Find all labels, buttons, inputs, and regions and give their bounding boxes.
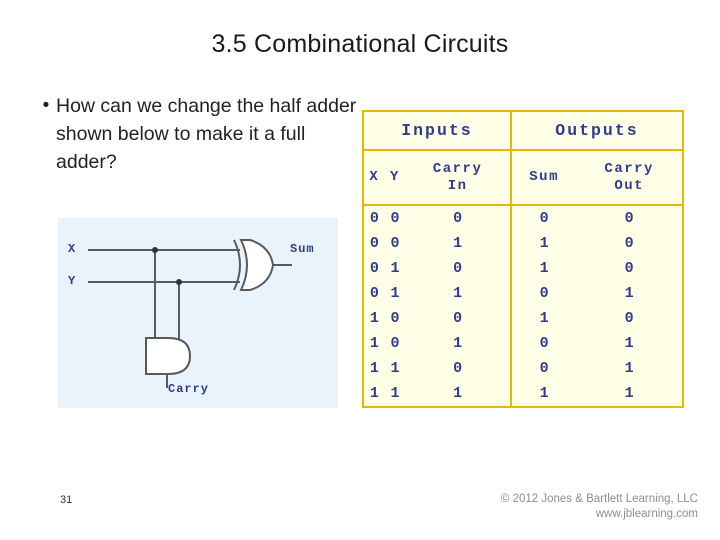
cell-carry-in: 0 bbox=[453, 310, 463, 327]
cell-y: 1 bbox=[390, 384, 400, 402]
cell-carry-out: 1 bbox=[624, 359, 634, 377]
wire-y-branch bbox=[178, 281, 180, 353]
circuit-label-x: X bbox=[68, 242, 77, 256]
wire-sum-out bbox=[270, 264, 292, 266]
table-row: 1 1 0 0 1 bbox=[364, 355, 682, 381]
wire-x bbox=[88, 249, 240, 251]
cell-carry-out: 0 bbox=[624, 235, 634, 253]
truth-table: Inputs Outputs X Y Carry In Sum bbox=[364, 112, 682, 406]
bullet-list: • How can we change the half adder shown… bbox=[36, 92, 366, 176]
cell-y: 1 bbox=[390, 260, 400, 278]
cell-carry-in: 1 bbox=[453, 285, 463, 303]
cell-y: 1 bbox=[390, 285, 400, 303]
cell-carry-out: 1 bbox=[624, 334, 634, 352]
circuit-label-sum: Sum bbox=[290, 242, 315, 256]
cell-y: 0 bbox=[390, 334, 400, 352]
table-col-carry-out: Carry Out bbox=[576, 150, 682, 206]
table-group-header-row: Inputs Outputs bbox=[364, 112, 682, 151]
cell-x: 0 bbox=[369, 260, 379, 278]
cell-carry-in: 1 bbox=[453, 334, 463, 352]
cell-y: 0 bbox=[390, 310, 400, 327]
table-col-y: Y bbox=[384, 150, 406, 206]
and-gate-icon bbox=[145, 337, 192, 375]
xor-gate-icon bbox=[233, 239, 275, 291]
cell-carry-out: 1 bbox=[624, 384, 634, 402]
wire-y bbox=[88, 281, 240, 283]
cell-x: 1 bbox=[369, 384, 379, 402]
table-group-header-inputs: Inputs bbox=[364, 112, 511, 151]
wire-x-branch bbox=[154, 249, 156, 353]
cell-sum: 1 bbox=[509, 256, 577, 282]
cell-y: 1 bbox=[390, 359, 400, 377]
copyright-notice: © 2012 Jones & Bartlett Learning, LLC ww… bbox=[501, 492, 698, 522]
cell-sum: 0 bbox=[509, 330, 577, 356]
cell-carry-in: 0 bbox=[453, 260, 463, 278]
cell-carry-out: 0 bbox=[624, 310, 634, 327]
table-row: 0 0 1 1 0 bbox=[364, 231, 682, 257]
cell-carry-out: 0 bbox=[624, 260, 634, 278]
cell-x: 1 bbox=[369, 334, 379, 352]
cell-sum: 1 bbox=[509, 306, 577, 331]
table-row: 1 1 1 1 1 bbox=[364, 380, 682, 406]
bullet-marker: • bbox=[42, 95, 50, 116]
cell-sum: 0 bbox=[509, 205, 577, 232]
table-row: 1 0 1 0 1 bbox=[364, 330, 682, 356]
cell-carry-in: 0 bbox=[453, 210, 463, 228]
table-sub-header-row: X Y Carry In Sum Carry Out bbox=[364, 150, 682, 206]
copyright-line-2: www.jblearning.com bbox=[595, 508, 698, 520]
cell-carry-in: 1 bbox=[453, 235, 463, 253]
table-row: 0 0 0 0 0 bbox=[364, 205, 682, 232]
truth-table-body: 0 0 0 0 0 0 0 1 1 0 0 1 0 1 bbox=[364, 205, 682, 406]
cell-carry-in: 0 bbox=[453, 359, 463, 377]
cell-x: 1 bbox=[369, 359, 379, 377]
cell-carry-out: 1 bbox=[624, 285, 634, 303]
cell-carry-out: 0 bbox=[624, 210, 634, 228]
page-title: 3.5 Combinational Circuits bbox=[211, 30, 509, 58]
cell-sum: 1 bbox=[509, 231, 577, 257]
cell-x: 0 bbox=[369, 235, 379, 253]
circuit-label-carry: Carry bbox=[168, 382, 210, 396]
table-group-header-outputs: Outputs bbox=[509, 112, 682, 151]
circuit-label-y: Y bbox=[68, 274, 77, 288]
cell-sum: 0 bbox=[509, 281, 577, 307]
table-col-x: X bbox=[364, 150, 385, 206]
list-item: • How can we change the half adder shown… bbox=[36, 92, 366, 176]
table-col-carry-in: Carry In bbox=[405, 150, 511, 206]
cell-x: 1 bbox=[369, 310, 379, 327]
junction-dot-y bbox=[176, 279, 182, 285]
half-adder-circuit-diagram: X Y Sum Carry bbox=[58, 218, 338, 408]
cell-carry-in: 1 bbox=[453, 384, 463, 402]
junction-dot-x bbox=[152, 247, 158, 253]
table-col-sum: Sum bbox=[509, 150, 577, 206]
cell-sum: 1 bbox=[509, 380, 577, 406]
table-row: 0 1 0 1 0 bbox=[364, 256, 682, 282]
cell-x: 0 bbox=[369, 210, 379, 228]
page-number: 31 bbox=[60, 494, 73, 506]
cell-x: 0 bbox=[369, 285, 379, 303]
table-row: 1 0 0 1 0 bbox=[364, 306, 682, 331]
bullet-text: How can we change the half adder shown b… bbox=[56, 95, 357, 173]
wire-carry-out bbox=[166, 374, 168, 388]
cell-y: 0 bbox=[390, 210, 400, 228]
cell-y: 0 bbox=[390, 235, 400, 253]
truth-table-panel: Inputs Outputs X Y Carry In Sum bbox=[362, 110, 684, 408]
table-row: 0 1 1 0 1 bbox=[364, 281, 682, 307]
copyright-line-1: © 2012 Jones & Bartlett Learning, LLC bbox=[500, 493, 698, 505]
cell-sum: 0 bbox=[509, 355, 577, 381]
